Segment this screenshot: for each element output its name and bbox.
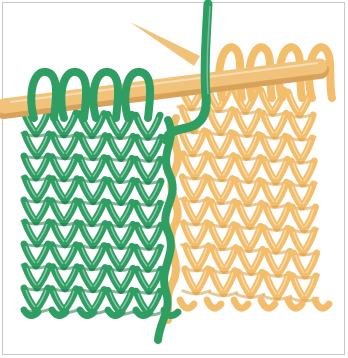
green-fringe	[52, 310, 66, 316]
green-knit-panel-icon	[22, 112, 178, 340]
yellow-fringe	[180, 300, 194, 308]
yellow-fringe	[288, 300, 302, 308]
yellow-stitch	[183, 269, 210, 294]
yellow-stitch	[264, 274, 291, 299]
yellow-stitch	[237, 272, 264, 297]
needle-tip	[130, 22, 200, 66]
yellow-fringe	[234, 300, 248, 308]
yellow-fringe	[261, 300, 275, 308]
yellow-fringe	[207, 300, 221, 308]
green-fringe	[80, 310, 94, 316]
yellow-stitch	[210, 271, 237, 296]
yellow-fringe	[315, 300, 329, 308]
